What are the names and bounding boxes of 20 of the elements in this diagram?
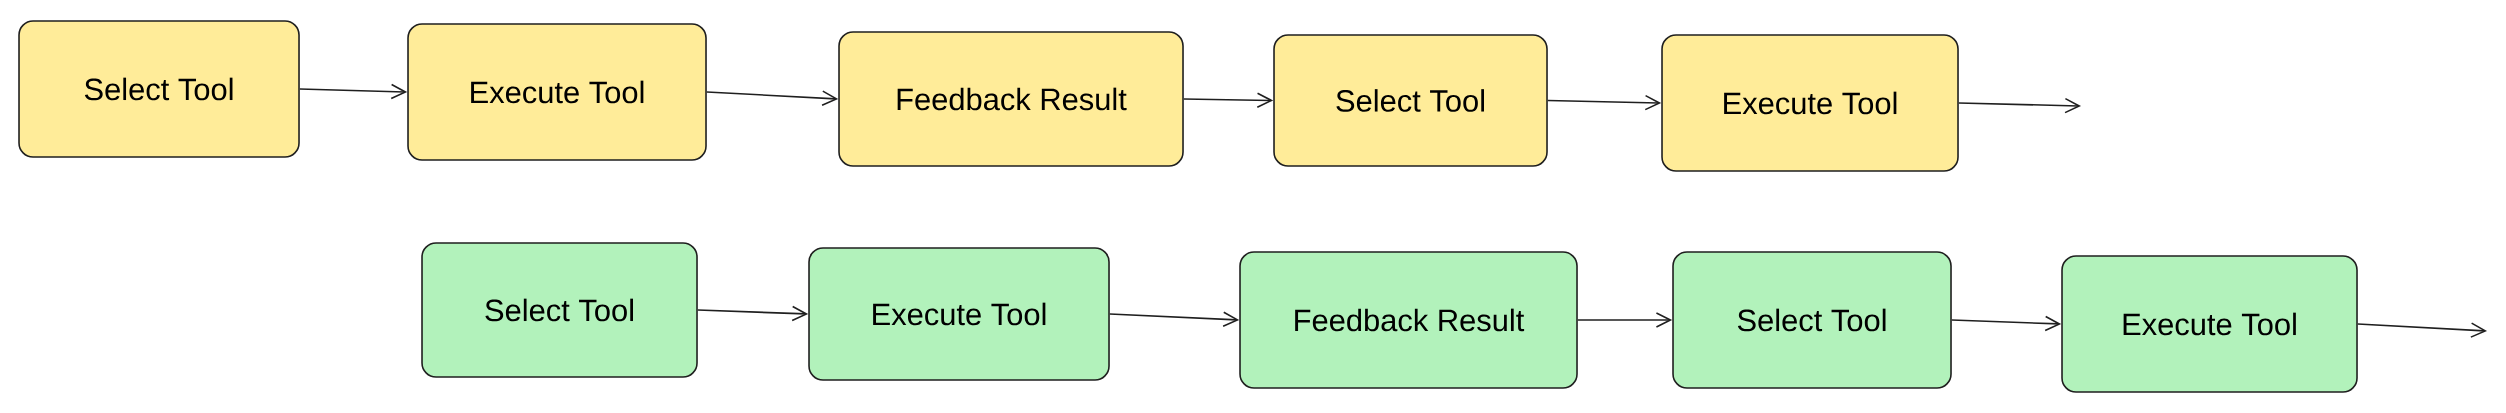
arrow — [299, 83, 408, 100]
process-box: Feedback Result — [1239, 251, 1578, 389]
process-box: Select Tool — [1273, 34, 1548, 167]
process-box: Execute Tool — [808, 247, 1110, 381]
process-box: Execute Tool — [2061, 255, 2358, 393]
arrow — [1577, 312, 1673, 328]
arrow — [706, 90, 839, 106]
process-box: Execute Tool — [1661, 34, 1959, 172]
arrow — [1109, 311, 1240, 328]
arrow — [1958, 97, 2081, 114]
process-box: Select Tool — [18, 20, 300, 158]
arrow — [697, 305, 809, 322]
arrow — [1183, 92, 1274, 109]
arrow — [2357, 322, 2487, 338]
arrow — [1951, 315, 2062, 332]
process-box: Select Tool — [1672, 251, 1952, 389]
process-box: Execute Tool — [407, 23, 707, 161]
process-box: Feedback Result — [838, 31, 1184, 167]
process-box: Select Tool — [421, 242, 698, 378]
arrow — [1547, 94, 1662, 111]
